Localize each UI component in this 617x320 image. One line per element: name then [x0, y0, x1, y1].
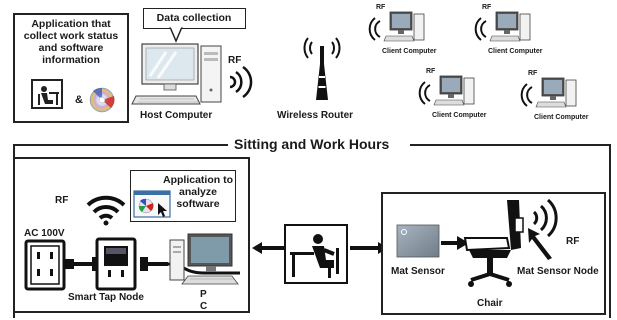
host-rf-label: RF — [228, 55, 242, 66]
pc-label-text: P C — [200, 289, 208, 312]
wall-outlet-icon — [24, 239, 66, 291]
client-wireless-icon — [474, 17, 487, 41]
client-label: Client Computer — [432, 112, 487, 119]
data-collection-label: Data collection — [156, 12, 232, 24]
analyze-app-line-1: Application to — [163, 174, 233, 186]
app-box-line-1: Application that — [31, 18, 111, 30]
client-rf-label: RF — [426, 68, 436, 75]
analyze-app-line-2: analyze — [179, 186, 217, 198]
software-window-icon — [133, 190, 171, 218]
node-wireless-icon — [532, 198, 558, 238]
client-computer-1: RF Client Computer — [368, 2, 444, 62]
client-label: Client Computer — [382, 48, 437, 55]
app-box-line-4: information — [42, 54, 100, 66]
client-computer-4: RF Client Computer — [520, 68, 596, 128]
client-computer-3: RF Client Computer — [418, 66, 494, 126]
data-collection-callout: Data collection — [143, 8, 246, 29]
ampersand: & — [75, 94, 83, 106]
right-rf-label: RF — [566, 236, 580, 247]
application-box: Application that collect work status and… — [13, 13, 129, 123]
client-rf-label: RF — [482, 4, 492, 11]
ac-label: AC 100V — [24, 228, 65, 239]
smart-tap-label: Smart Tap Node — [68, 292, 144, 303]
analyze-app-line-3: software — [176, 198, 220, 210]
chair-label: Chair — [477, 298, 503, 309]
analyze-app-window: Application to analyze software — [130, 170, 236, 222]
client-label: Client Computer — [534, 114, 589, 121]
callout-pointer — [169, 25, 183, 43]
sitting-worker-icon — [284, 224, 348, 284]
host-wireless-icon — [229, 65, 253, 99]
smart-tap-icon — [95, 237, 137, 291]
client-computer-2: RF Client Computer — [474, 2, 550, 62]
client-wireless-icon — [520, 83, 533, 107]
client-rf-label: RF — [528, 70, 538, 77]
mat-sensor-label: Mat Sensor — [391, 266, 445, 277]
wireless-router-icon — [303, 37, 341, 100]
desk-worker-icon — [31, 79, 63, 109]
client-wireless-icon — [368, 17, 381, 41]
client-computer-icon — [535, 77, 577, 108]
client-computer-icon — [489, 11, 531, 42]
host-computer-icon — [131, 43, 222, 105]
section-title: Sitting and Work Hours — [234, 136, 390, 152]
pc-label: P C — [200, 289, 210, 313]
client-wireless-icon — [418, 81, 431, 105]
client-computer-icon — [383, 11, 425, 42]
mat-sensor-node-label: Mat Sensor Node — [517, 266, 599, 277]
chair-icon — [463, 200, 524, 287]
app-box-line-3: and software — [38, 42, 104, 54]
left-rf-label: RF — [55, 195, 69, 206]
mat-sensor-icon — [396, 224, 440, 258]
bidirectional-arrow — [252, 242, 388, 254]
mat-to-chair-arrow — [441, 236, 469, 250]
node-pointer-arrow — [528, 228, 552, 260]
client-label: Client Computer — [488, 48, 543, 55]
client-computer-icon — [433, 75, 475, 106]
client-rf-label: RF — [376, 4, 386, 11]
wifi-icon — [86, 195, 126, 226]
app-box-line-2: collect work status — [23, 30, 119, 42]
host-computer-label: Host Computer — [140, 110, 213, 121]
pc-icon — [169, 233, 239, 285]
software-disc-icon — [89, 87, 115, 113]
router-label: Wireless Router — [277, 110, 354, 121]
